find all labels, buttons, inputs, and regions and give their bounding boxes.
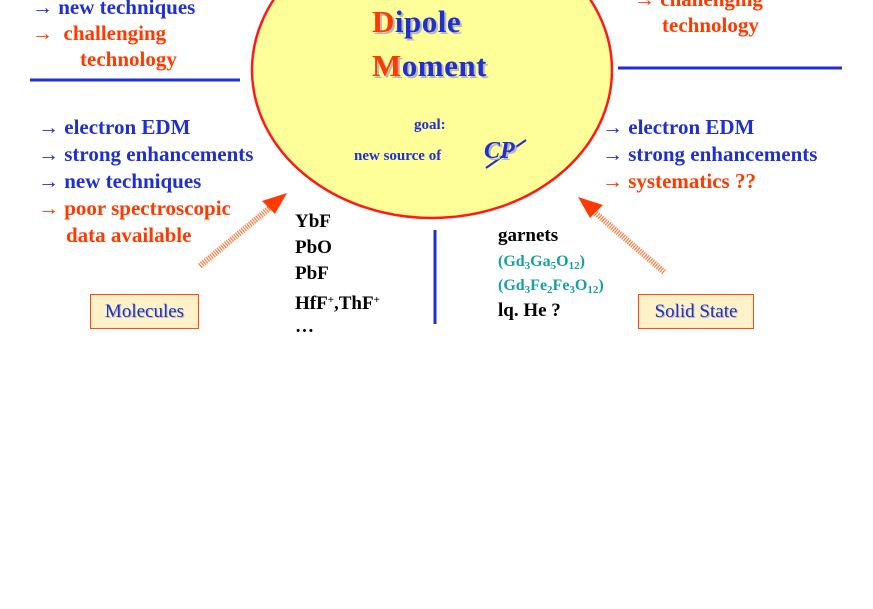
left-item-3: → new techniques bbox=[38, 169, 202, 193]
left-item-5: data available bbox=[66, 223, 192, 247]
left-item-1: → electron EDM bbox=[38, 115, 191, 139]
cp-strike bbox=[485, 139, 527, 169]
solid-lq-he: lq. He ? bbox=[498, 300, 561, 321]
top-left-item-2: → challenging bbox=[32, 21, 167, 45]
right-item-1: → electron EDM bbox=[602, 115, 755, 139]
edm-circle bbox=[250, 0, 614, 220]
molecule-ybf: YbF bbox=[295, 211, 331, 232]
top-left-item-3: technology bbox=[80, 47, 177, 71]
left-item-4: → poor spectroscopic bbox=[38, 196, 231, 220]
molecule-pbo: PbO bbox=[295, 237, 332, 258]
molecules-label-box: Molecules bbox=[90, 294, 199, 329]
molecule-hff-thf: HfF+,ThF+ bbox=[295, 293, 380, 314]
molecule-ellipsis: … bbox=[295, 316, 314, 337]
top-right-item-2: technology bbox=[662, 13, 759, 37]
molecule-pbf: PbF bbox=[295, 263, 329, 284]
solid-ggg: (Gd3Ga5O12) bbox=[498, 253, 585, 272]
top-right-item-1: → challenging bbox=[634, 0, 763, 13]
right-item-3: → systematics ?? bbox=[602, 169, 756, 193]
right-item-2: → strong enhancements bbox=[602, 142, 818, 166]
solid-gfg: (Gd3Fe2Fe3O12) bbox=[498, 277, 604, 296]
arrow-solid-state bbox=[578, 197, 666, 275]
center-title-line2: Moment bbox=[372, 48, 487, 83]
arrow-molecules bbox=[198, 193, 287, 269]
solid-state-label-box: Solid State bbox=[638, 294, 754, 329]
cp-symbol: CP bbox=[484, 138, 515, 164]
goal-text: new source of bbox=[354, 148, 442, 164]
left-item-2: → strong enhancements bbox=[38, 142, 254, 166]
solid-garnets: garnets bbox=[498, 225, 559, 246]
goal-label: goal: bbox=[414, 117, 446, 133]
center-title-line1: Dipole bbox=[372, 4, 462, 39]
top-left-item-1: → new techniques bbox=[32, 0, 196, 19]
